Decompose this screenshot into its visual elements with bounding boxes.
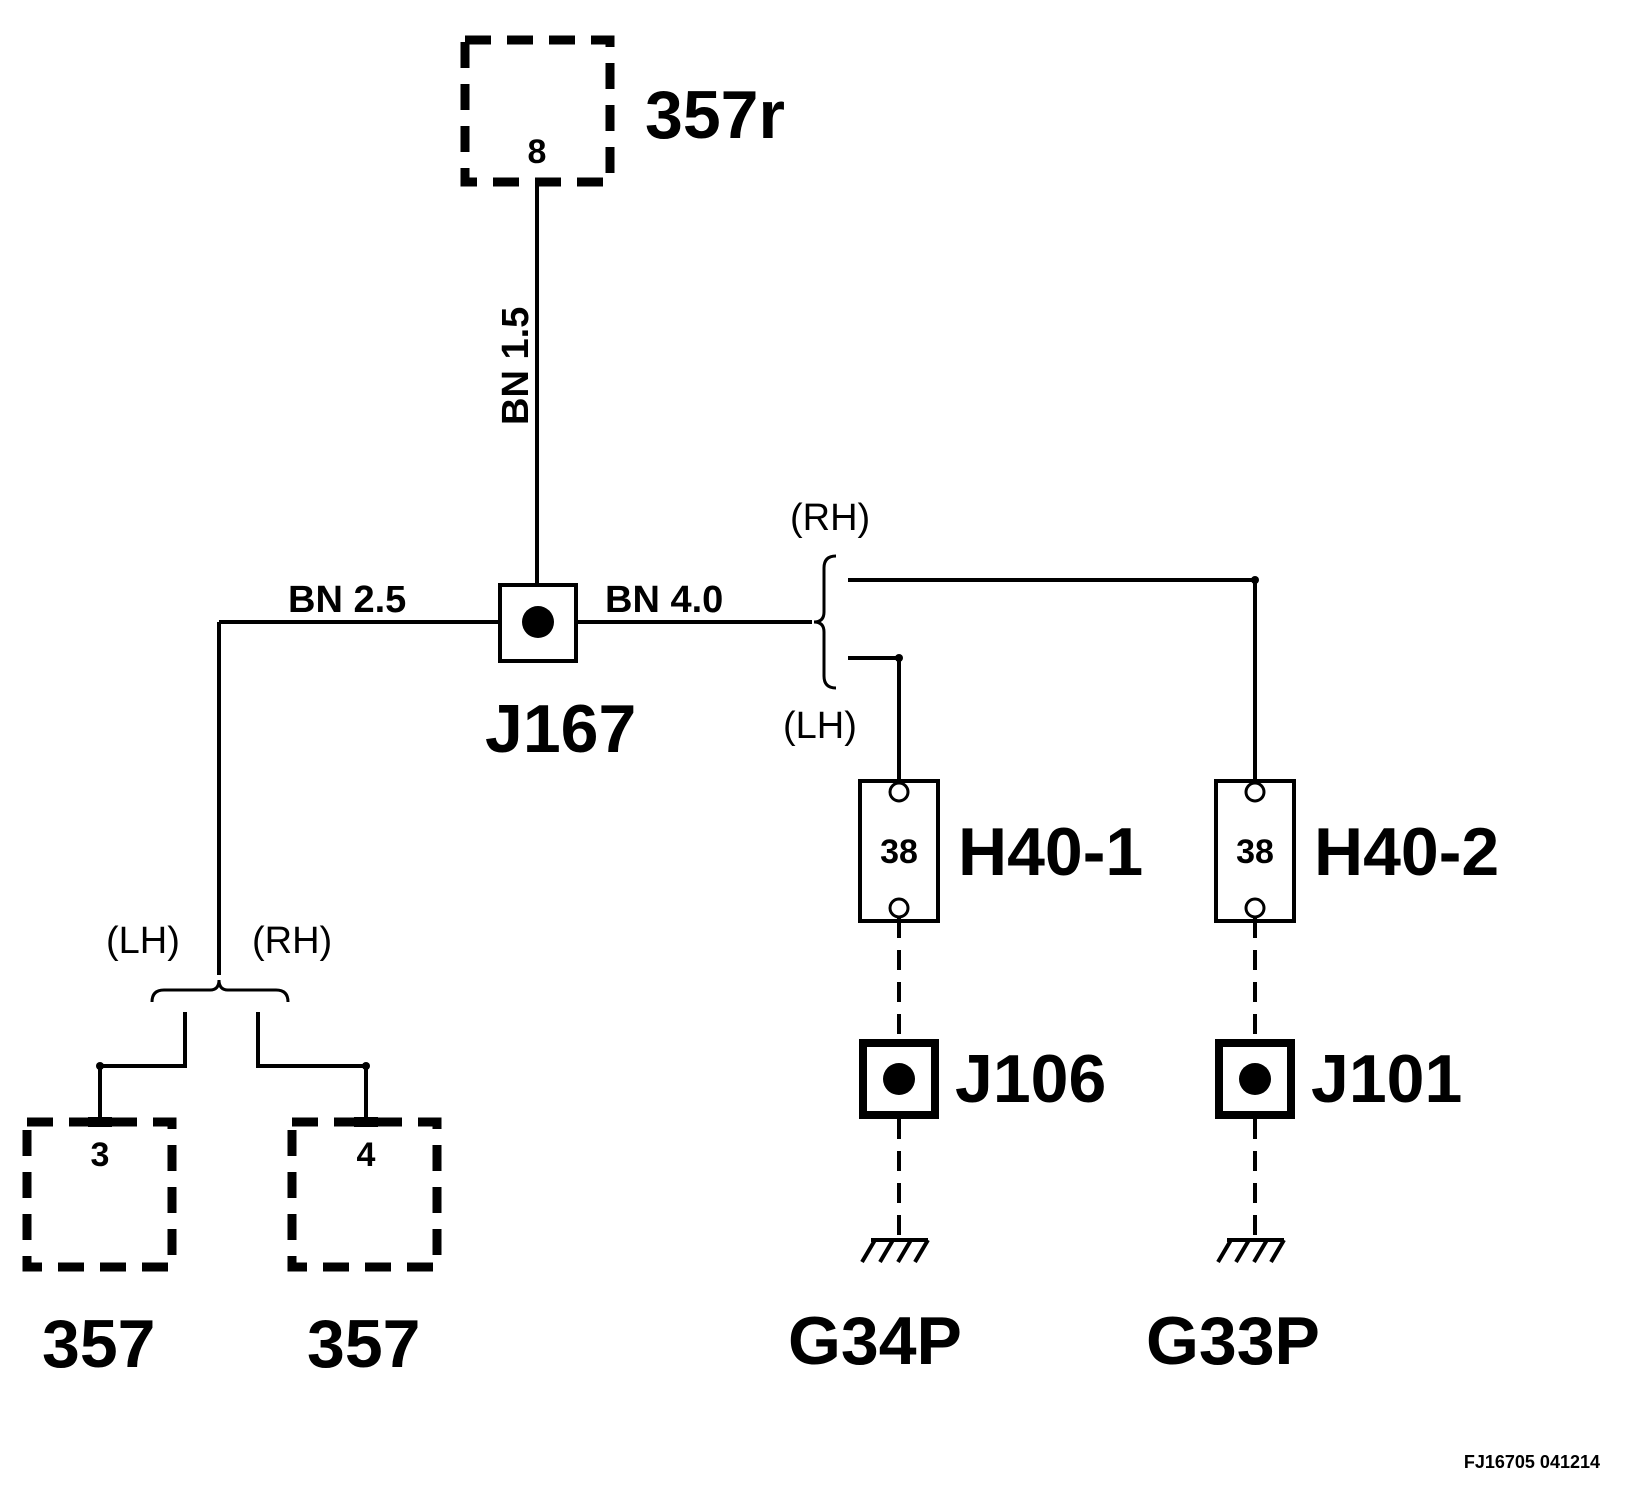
splice-j101: J101 [1215,1039,1462,1119]
ground-g34p-label: G34P [788,1303,962,1379]
inline-connector-h40-1: 38 H40-1 [858,779,1143,923]
inline-connector-h40-2-top-terminal [1244,781,1266,803]
figure-id: FJ16705 041214 [1464,1452,1600,1472]
connector-357r: 8 357r [460,35,785,187]
wire-vertical-label: BN 1.5 [495,307,537,425]
left-branch-rh-label: (RH) [252,920,332,962]
left-branch-brace [150,979,290,1003]
connector-357-rh-outline [287,1117,442,1272]
ground-g33p-label: G33P [1146,1303,1320,1379]
splice-j101-dot [1239,1063,1271,1095]
ground-g34p: G34P [788,1238,962,1379]
ground-g34p-symbol [860,1238,930,1264]
splice-j101-label: J101 [1311,1041,1462,1117]
wire-to-357-pin4-node [362,1062,370,1070]
inline-connector-h40-2-label: H40-2 [1314,814,1499,890]
inline-connector-h40-2-bottom-terminal [1244,897,1266,919]
connector-357-rh-label: 357 [307,1306,420,1382]
wire-to-357-pin4 [256,1012,368,1126]
splice-j106: J106 [859,1039,1106,1119]
connector-357-lh: 3 357 [22,1117,177,1382]
wire-to-h40-2 [848,578,1257,785]
inline-connector-h40-1-label: H40-1 [958,814,1143,890]
connector-357-rh-pin-tab [354,1117,378,1127]
connector-357-lh-pin-tab [88,1117,112,1127]
right-branch-lh-label: (LH) [783,705,857,747]
wire-left-label: BN 2.5 [288,579,406,621]
inline-connector-h40-2-pin: 38 [1236,833,1274,871]
inline-connector-h40-2: 38 H40-2 [1214,779,1499,923]
left-branch-lh-label: (LH) [106,920,180,962]
inline-connector-h40-1-bottom-terminal [888,897,910,919]
wire-to-h40-1-node [895,654,903,662]
right-branch-brace [813,554,837,690]
connector-357r-label: 357r [645,77,785,153]
wire-to-357-pin3-node [96,1062,104,1070]
splice-j167-dot [522,606,554,638]
splice-j167: J167 [485,583,636,767]
connector-357r-pin: 8 [528,133,547,171]
connector-357-rh: 4 357 [287,1117,442,1382]
inline-connector-h40-1-top-terminal [888,781,910,803]
connector-357-lh-pin: 3 [91,1136,110,1174]
ground-g33p: G33P [1146,1238,1320,1379]
connector-357-rh-pin: 4 [357,1136,376,1174]
splice-j106-dot [883,1063,915,1095]
splice-j106-label: J106 [955,1041,1106,1117]
right-branch-rh-label: (RH) [790,497,870,539]
wire-right-label: BN 4.0 [605,579,723,621]
splice-j167-label: J167 [485,691,636,767]
inline-connector-h40-1-pin: 38 [880,833,918,871]
wire-to-h40-2-node [1251,576,1259,584]
wire-to-357-pin3 [98,1012,187,1126]
connector-357-lh-outline [22,1117,177,1272]
ground-g33p-symbol [1216,1238,1286,1264]
connector-357-lh-label: 357 [42,1306,155,1382]
